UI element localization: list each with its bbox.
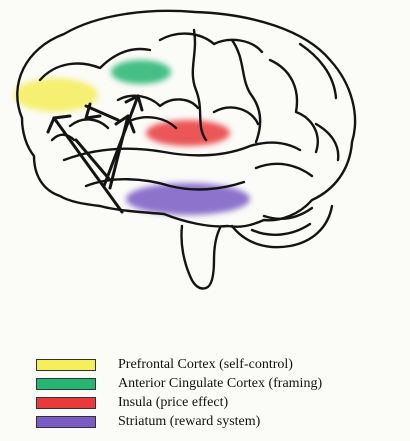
sulcus-6 — [118, 96, 198, 108]
striatum-region — [126, 183, 250, 215]
legend-item-insula: Insula (price effect) — [36, 394, 322, 411]
legend-swatch — [36, 378, 96, 390]
sulcus-2 — [160, 34, 262, 52]
legend-swatch — [36, 397, 96, 409]
legend-item-anterior-cingulate: Anterior Cingulate Cortex (framing) — [36, 375, 322, 392]
cerebellum-fold-1 — [252, 224, 310, 235]
sulcus-7 — [70, 119, 108, 128]
sulcus-8 — [214, 108, 258, 124]
legend-item-striatum: Striatum (reward system) — [36, 413, 322, 430]
sulcus-4 — [270, 60, 318, 152]
brain-outline — [17, 11, 355, 289]
cerebellum-fold-2 — [264, 208, 312, 219]
legend: Prefrontal Cortex (self-control) Anterio… — [36, 356, 322, 430]
insula-region — [146, 120, 230, 146]
brainstem — [181, 226, 220, 289]
sulcus-5 — [300, 44, 336, 98]
legend-label: Anterior Cingulate Cortex (framing) — [118, 376, 322, 392]
legend-label: Insula (price effect) — [118, 395, 228, 411]
arrow-diagonal — [104, 96, 138, 186]
legend-swatch — [36, 359, 96, 371]
legend-label: Prefrontal Cortex (self-control) — [118, 357, 293, 373]
legend-item-prefrontal: Prefrontal Cortex (self-control) — [36, 356, 322, 373]
sulcus-11 — [316, 124, 338, 160]
legend-label: Striatum (reward system) — [118, 414, 260, 430]
arrows — [48, 96, 142, 212]
sulcus-10 — [256, 164, 312, 176]
anterior-cingulate-region — [111, 60, 171, 84]
sulcus-3 — [232, 40, 260, 142]
legend-swatch — [36, 416, 96, 428]
